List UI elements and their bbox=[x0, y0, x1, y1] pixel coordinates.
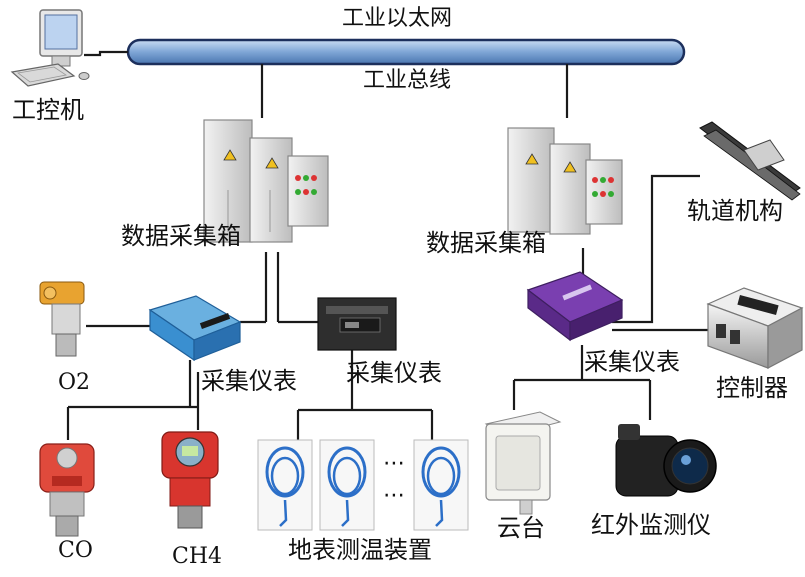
label-daq-box-right: 数据采集箱 bbox=[426, 229, 546, 257]
label-infrared: 红外监测仪 bbox=[591, 511, 711, 539]
label-meter-center: 采集仪表 bbox=[346, 359, 442, 387]
label-meter-right: 采集仪表 bbox=[584, 348, 680, 376]
ellipsis-lower: ⋯ bbox=[383, 483, 405, 508]
ellipsis-upper: ⋯ bbox=[383, 451, 405, 476]
label-o2: O2 bbox=[58, 370, 91, 395]
infrared-monitor-icon bbox=[615, 424, 717, 497]
label-fieldbus: 工业总线 bbox=[363, 68, 452, 93]
co-detector-icon bbox=[39, 443, 95, 537]
daq-cabinet-left-icon bbox=[203, 119, 329, 243]
acquisition-meter-right-icon bbox=[526, 271, 624, 342]
label-ch4: CH4 bbox=[172, 544, 223, 569]
label-meter-left: 采集仪表 bbox=[201, 367, 297, 395]
connection-lines bbox=[66, 50, 708, 440]
ch4-detector-icon bbox=[161, 431, 219, 529]
ptz-camera-icon bbox=[484, 411, 562, 515]
label-ground-temp: 地表测温装置 bbox=[288, 536, 432, 564]
label-ipc: 工控机 bbox=[12, 96, 84, 124]
label-ptz: 云台 bbox=[497, 514, 545, 542]
label-co: CO bbox=[58, 538, 93, 563]
acquisition-module-left-icon bbox=[148, 295, 242, 362]
label-ethernet: 工业以太网 bbox=[342, 6, 453, 31]
ethernet-bus bbox=[126, 38, 686, 66]
temperature-sensor-3-icon bbox=[413, 439, 469, 531]
label-daq-box-left: 数据采集箱 bbox=[121, 222, 241, 250]
acquisition-meter-center-icon bbox=[317, 297, 397, 351]
o2-sensor-icon bbox=[39, 281, 85, 357]
label-controller: 控制器 bbox=[716, 374, 788, 402]
daq-cabinet-right-icon bbox=[507, 127, 623, 235]
computer-icon bbox=[10, 9, 90, 87]
controller-icon bbox=[706, 287, 804, 369]
rail-mechanism-icon bbox=[699, 121, 801, 201]
temperature-sensor-2-icon bbox=[319, 439, 375, 531]
temperature-sensor-1-icon bbox=[257, 439, 313, 531]
label-rail: 轨道机构 bbox=[687, 197, 783, 225]
